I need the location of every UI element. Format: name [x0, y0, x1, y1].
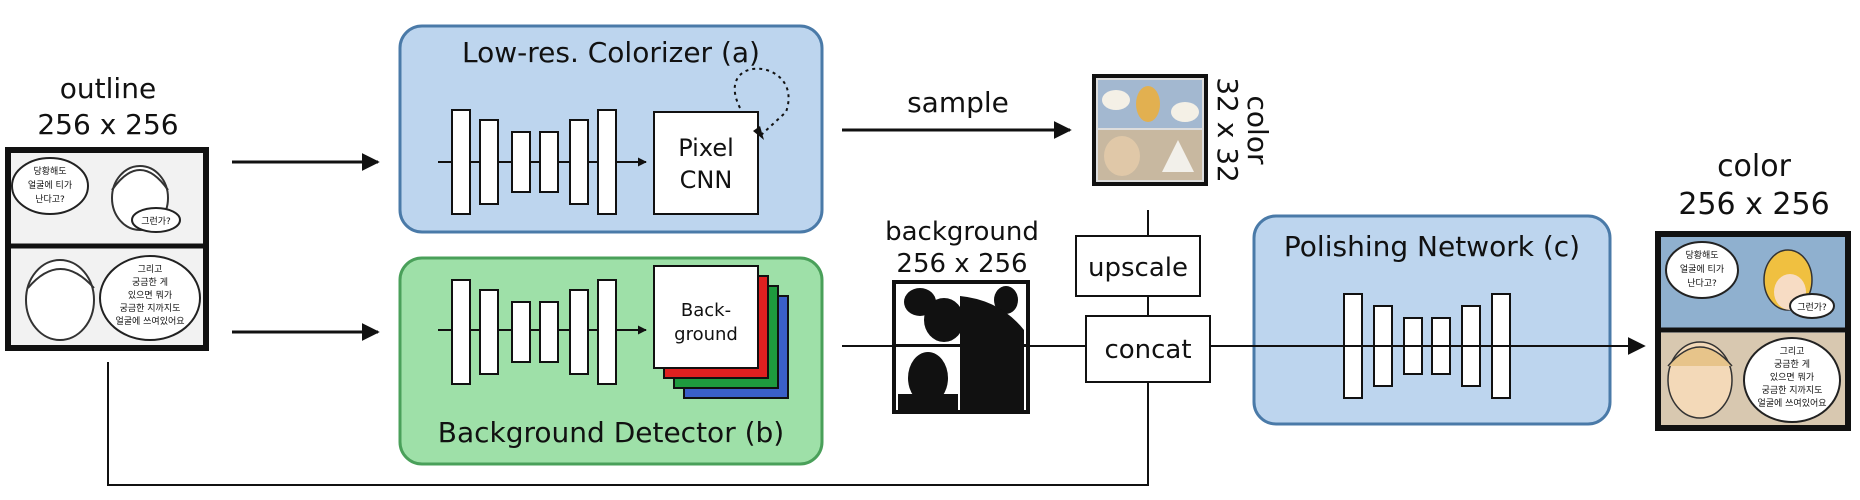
- colorizer-layer-1: [451, 109, 471, 215]
- detector-layer-5: [569, 289, 589, 375]
- svg-text:궁금한 지까지도: 궁금한 지까지도: [1762, 385, 1823, 396]
- input-title: outline: [60, 72, 156, 105]
- colorizer-layer-6: [597, 109, 617, 215]
- upscale-label: upscale: [1088, 253, 1188, 283]
- detector-layer-4: [539, 301, 559, 363]
- svg-text:당황해도: 당황해도: [1685, 250, 1718, 261]
- svg-text:그런가?: 그런가?: [1797, 302, 1827, 313]
- output-color-image: 당황해도 얼굴에 티가 난다고? 그런가? 그리고 궁금한 게 있으면 뭐가 궁…: [1655, 231, 1851, 431]
- background-title: background: [885, 217, 1039, 247]
- output-title: color: [1717, 149, 1792, 184]
- background-block-line2: ground: [674, 324, 738, 345]
- colorizer-layer-2: [479, 119, 499, 205]
- colorizer-layer-3: [511, 131, 531, 193]
- background-detector-panel: Back- ground Background Detector (b): [398, 256, 824, 466]
- detector-layer-2: [479, 289, 499, 375]
- svg-text:궁금한 게: 궁금한 게: [132, 277, 168, 288]
- low-res-colorizer-panel: Low-res. Colorizer (a) Pixel CNN: [398, 24, 824, 234]
- concat-block: [1085, 315, 1211, 383]
- skip-connection-line: [107, 362, 1149, 486]
- input-outline-image: 당황해도 얼굴에 티가 난다고? 그런가? 그리고 궁금한 게 있으면 뭐가 궁…: [5, 147, 209, 351]
- pixel-cnn-block: [653, 111, 759, 215]
- input-size: 256 x 256: [37, 108, 178, 141]
- svg-text:궁금한 게: 궁금한 게: [1774, 359, 1810, 370]
- svg-text:얼굴에 티가: 얼굴에 티가: [1680, 264, 1724, 275]
- background-size: 256 x 256: [896, 249, 1027, 279]
- detector-title: Background Detector (b): [438, 416, 784, 449]
- detector-layer-3: [511, 301, 531, 363]
- lowres-color-image: [1092, 74, 1208, 186]
- svg-text:그런가?: 그런가?: [141, 216, 171, 227]
- svg-text:얼굴에 티가: 얼굴에 티가: [28, 180, 72, 191]
- detector-layer-1: [451, 279, 471, 385]
- svg-text:있으면 뭐가: 있으면 뭐가: [1770, 371, 1814, 383]
- concat-label: concat: [1104, 335, 1191, 365]
- autoregressive-loop-arrow: [733, 67, 790, 137]
- svg-text:있으면 뭐가: 있으면 뭐가: [128, 289, 172, 301]
- svg-text:난다고?: 난다고?: [1687, 278, 1717, 289]
- svg-text:얼굴에 쓰여있어요: 얼굴에 쓰여있어요: [1757, 397, 1826, 409]
- background-block: [653, 265, 759, 369]
- detector-layer-6: [597, 279, 617, 385]
- colorizer-layer-5: [569, 119, 589, 205]
- svg-text:궁금한 지까지도: 궁금한 지까지도: [120, 303, 181, 314]
- colorizer-title: Low-res. Colorizer (a): [462, 36, 760, 69]
- svg-text:난다고?: 난다고?: [35, 194, 65, 205]
- lowres-label: color: [1241, 96, 1274, 165]
- colorizer-layer-4: [539, 131, 559, 193]
- polishing-network-panel: Polishing Network (c): [1252, 214, 1612, 426]
- upscale-block: [1075, 235, 1201, 297]
- lowres-size: 32 x 32: [1211, 77, 1244, 183]
- sample-label: sample: [907, 86, 1009, 119]
- svg-text:얼굴에 쓰여있어요: 얼굴에 쓰여있어요: [115, 315, 184, 327]
- svg-text:그리고: 그리고: [1780, 346, 1805, 357]
- pixel-cnn-line1: Pixel: [678, 134, 734, 162]
- background-block-line1: Back-: [681, 300, 731, 321]
- svg-text:당황해도: 당황해도: [33, 166, 66, 177]
- polishing-title: Polishing Network (c): [1284, 230, 1580, 263]
- svg-text:그리고: 그리고: [138, 264, 163, 275]
- pixel-cnn-line2: CNN: [680, 166, 733, 194]
- output-size: 256 x 256: [1678, 187, 1829, 222]
